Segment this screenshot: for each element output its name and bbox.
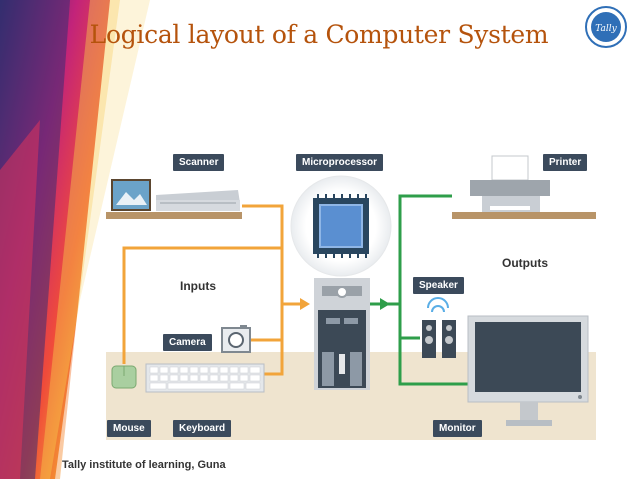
printer-label: Printer <box>543 154 588 171</box>
keyboard-icon <box>145 363 265 393</box>
scanner-label: Scanner <box>173 154 225 171</box>
camera-icon <box>221 325 251 353</box>
speaker-icon <box>422 297 456 358</box>
computer-tower-icon <box>314 278 370 390</box>
input-connections <box>122 204 302 376</box>
speaker-label: Speaker <box>413 277 464 294</box>
mouse-icon <box>111 365 137 389</box>
mouse-label: Mouse <box>107 420 151 437</box>
inputs-heading: Inputs <box>180 279 216 293</box>
left-decoration <box>0 0 170 479</box>
chip-icon <box>313 194 369 258</box>
monitor-label: Monitor <box>433 420 482 437</box>
printer-shelf <box>452 212 596 219</box>
printer-icon <box>470 155 550 212</box>
logo-text: Tally <box>595 24 617 34</box>
output-arrow <box>380 298 390 310</box>
page-title: Logical layout of a Computer System <box>89 20 549 49</box>
scanner-icon <box>156 190 240 211</box>
outputs-heading: Outputs <box>502 256 548 270</box>
picture-icon <box>111 179 151 211</box>
input-arrow <box>300 298 310 310</box>
tally-logo-icon: Tally <box>585 6 627 48</box>
keyboard-label: Keyboard <box>173 420 232 437</box>
scanner-shelf <box>106 212 242 219</box>
camera-label: Camera <box>163 334 212 351</box>
microprocessor-label: Microprocessor <box>296 154 384 171</box>
footer-text: Tally institute of learning, Guna <box>62 459 226 471</box>
monitor-icon <box>467 315 589 426</box>
